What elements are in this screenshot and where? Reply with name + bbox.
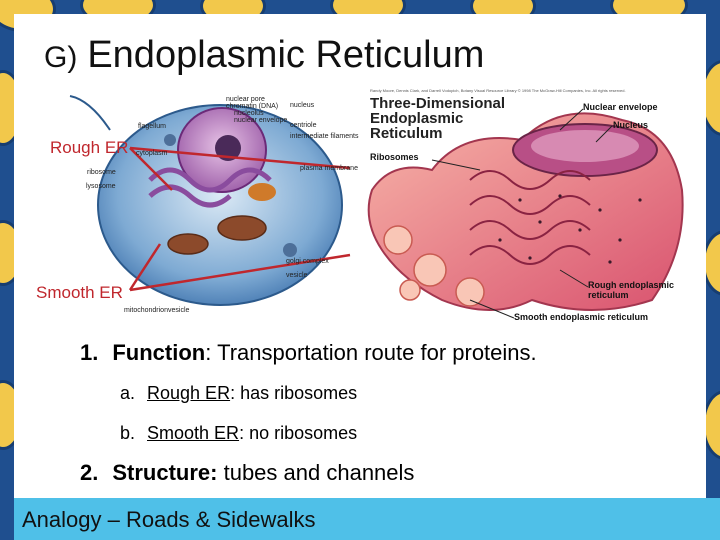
cell-label: cytoplasm	[136, 150, 168, 157]
outline-point-function: 1. Function: Transportation route for pro…	[80, 340, 537, 366]
animal-cell-diagram	[69, 95, 343, 306]
cell-label: nucleolus	[234, 110, 264, 117]
outline-subpoint-rough: a. Rough ER: has ribosomes	[120, 383, 357, 404]
outline-subpoint-smooth: b. Smooth ER: no ribosomes	[120, 423, 357, 444]
rough-er-callout: Rough ER	[50, 138, 129, 157]
subpoint-term: Rough ER	[147, 383, 231, 403]
cell-label: mitochondrion	[124, 307, 168, 314]
nuclear-envelope-label: Nuclear envelope	[583, 102, 658, 112]
er-figure-heading: Three-Dimensional Endoplasmic Reticulum	[370, 96, 505, 141]
rough-er-label: Rough endoplasmic reticulum	[588, 280, 675, 300]
title-prefix: G)	[44, 41, 78, 74]
point-sep: :	[205, 340, 212, 365]
point-text: tubes and channels	[217, 460, 415, 485]
point-term: Function	[112, 340, 206, 365]
er-heading-line: Reticulum	[370, 125, 443, 142]
cell-label: golgi complex	[286, 258, 329, 265]
cell-label: flagellum	[138, 123, 167, 130]
smooth-er-callout: Smooth ER	[36, 283, 123, 302]
cell-label: plasma membrane	[300, 165, 358, 172]
subpoint-text: : has ribosomes	[230, 383, 358, 403]
cell-label: chromatin (DNA)	[226, 103, 279, 110]
cell-label: ribosome	[87, 169, 116, 176]
analogy-text: Analogy – Roads & Sidewalks	[22, 507, 316, 532]
slide-title: G) Endoplasmic Reticulum	[44, 34, 484, 77]
subpoint-text: : no ribosomes	[239, 423, 358, 443]
outline-point-structure: 2. Structure: tubes and channels	[80, 460, 414, 486]
subpoint-term: Smooth ER	[147, 423, 240, 443]
point-number: 1.	[80, 340, 99, 365]
er-3d-diagram	[367, 108, 684, 319]
er-illustration	[69, 95, 684, 319]
cell-label: nucleus	[290, 102, 315, 109]
cell-label: nuclear pore	[226, 96, 265, 103]
er-heading-line: Endoplasmic	[370, 110, 464, 127]
point-number: 2.	[80, 460, 99, 485]
subpoint-letter: a.	[120, 383, 136, 403]
point-term: Structure:	[112, 460, 218, 485]
er-heading-line: Three-Dimensional	[370, 95, 506, 112]
cell-label: intermediate filaments	[290, 133, 359, 140]
footer-bar: Analogy – Roads & Sidewalks	[14, 498, 720, 540]
image-credit: Randy Moore, Dennis Clark, and Darrell V…	[370, 88, 626, 93]
cell-label: vesicle	[286, 272, 308, 279]
cell-label: centriole	[290, 122, 317, 129]
point-text: Transportation route for proteins.	[211, 340, 537, 365]
nucleus-label: Nucleus	[613, 120, 649, 130]
ribosomes-label: Ribosomes	[370, 152, 419, 162]
smooth-er-label: Smooth endoplasmic reticulum	[514, 312, 649, 322]
title-text: Endoplasmic Reticulum	[87, 34, 485, 76]
subpoint-letter: b.	[120, 423, 136, 443]
cell-label: vesicle	[168, 307, 190, 314]
cell-label: nuclear envelope	[234, 117, 288, 124]
cell-label: lysosome	[86, 183, 116, 190]
